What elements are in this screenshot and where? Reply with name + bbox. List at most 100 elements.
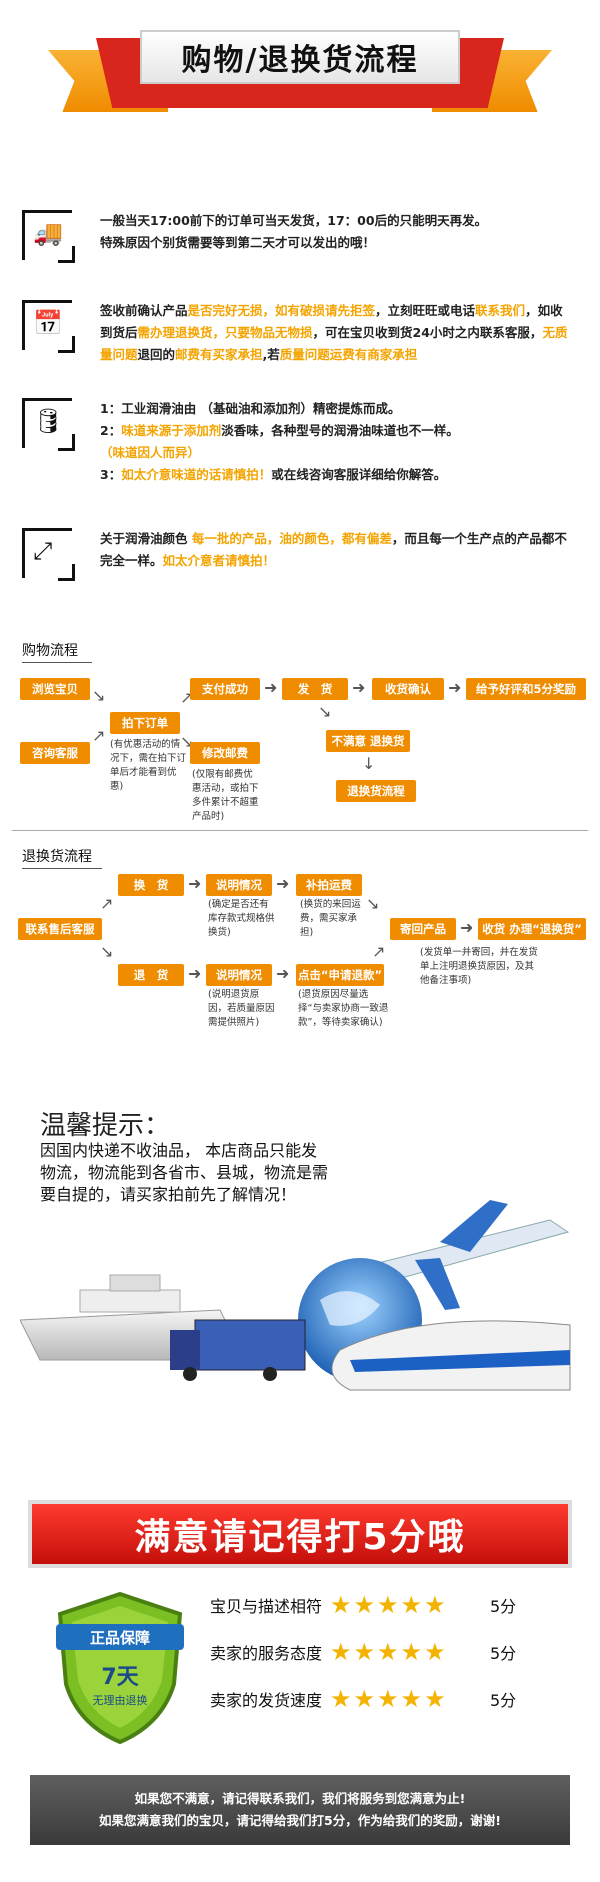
arrow-right-4: ➜	[188, 874, 202, 893]
shipping-line1: 一般当天17:00前下的订单可当天发货，17：00后的只能明天再发。	[100, 213, 488, 228]
oil-line3-highlight: 如太介意味道的话请慎拍！	[121, 467, 272, 482]
banner-title-plate: 购物/退换货流程	[140, 30, 460, 84]
info-receipt: 📅 签收前确认产品是否完好无损，如有破损请先拒签，立刻旺旺或电话联系我们，如收到…	[22, 300, 582, 366]
return-explain-1-note: (确定是否还有库存款式规格供换货)	[208, 899, 275, 938]
flow-order-note: (有优惠活动的情况下，需在拍下订单后才能看到优惠)	[110, 739, 187, 792]
receipt-text-1: 签收前确认产品	[100, 303, 188, 318]
truck-image	[170, 1319, 306, 1381]
flow-consult: 咨询客服	[20, 742, 90, 764]
oil-line3-prefix: 3：	[100, 467, 122, 482]
oil-line2-highlight: 味道来源于添加剂	[121, 423, 222, 438]
oil-line2-prefix: 2：	[100, 423, 122, 438]
return-explain-1: 说明情况	[206, 874, 272, 896]
color-text-1: 关于润滑油颜色	[100, 531, 192, 546]
rating-label: 卖家的发货速度	[210, 1691, 323, 1710]
guarantee-shield-icon: 正品保障 7天 无理由退换	[56, 1591, 184, 1745]
arrow-right-2: ➜	[352, 678, 366, 697]
flow-pay: 支付成功	[190, 678, 260, 700]
page-title: 购物/退换货流程	[181, 43, 419, 78]
receipt-text-6: ,若	[262, 347, 280, 362]
info-shipping: 🚚 一般当天17:00前下的订单可当天发货，17：00后的只能明天再发。 特殊原…	[22, 210, 582, 263]
flow-modify-note: (仅限有邮费优惠活动，或拍下多件累计不超重产品时)	[192, 769, 259, 822]
oil-line2-note: （味道因人而异）	[100, 445, 201, 460]
rating-row: 卖家的服务态度 ★★★★★ 5分	[210, 1637, 550, 1667]
oil-line3-text: 或在线咨询客服详细给你解答。	[271, 467, 447, 482]
rating-stars: ★★★★★	[330, 1638, 448, 1666]
train-icon	[331, 1320, 571, 1391]
return-refund: 退 货	[118, 964, 184, 986]
arrow-down-right: ↘	[92, 686, 106, 705]
arrow-down-right-3: ↘	[100, 942, 114, 961]
rating-stars: ★★★★★	[330, 1685, 448, 1713]
oil-line2-text: 淡香味，各种型号的润滑油味道也不一样。	[221, 423, 459, 438]
footer-line1: 如果您不满意，请记得联系我们，我们将服务到您满意为止!	[134, 1791, 466, 1806]
flow-order: 拍下订单	[110, 712, 180, 734]
arrow-up-right: ↗	[92, 726, 106, 745]
flow-review: 给予好评和5分奖励	[466, 678, 586, 700]
oil-line1: 1：工业润滑油由 （基础油和添加剂）精密提炼而成。	[100, 401, 401, 416]
arrow-down-1: ↘	[318, 702, 332, 721]
return-explain-2: 说明情况	[206, 964, 272, 986]
logistics-illustration	[20, 1200, 571, 1391]
flow-modify: 修改邮费	[190, 742, 260, 764]
arrow-down-right-4: ↘	[366, 894, 380, 913]
info-oil: 🛢 1：工业润滑油由 （基础油和添加剂）精密提炼而成。 2：味道来源于添加剂淡香…	[22, 398, 582, 486]
color-text-2: ，而且每一个生产点的产品都不完全一样。	[100, 531, 567, 568]
return-flow-title: 退换货流程	[22, 846, 102, 869]
rating-banner-text: 满意请记得打5分哦	[134, 1517, 466, 1558]
return-sendback-note: (发货单一并寄回，并在发货单上注明退换货原因，及其他备注事项)	[420, 947, 538, 986]
receipt-text-4: ，可在宝贝收到货24小时之内联系客服，	[312, 325, 543, 340]
rating-score: 5分	[490, 1597, 517, 1616]
shipping-line2: 特殊原因个别货需要等到第二天才可以发出的哦！	[100, 235, 376, 250]
shield-top-text: 正品保障	[90, 1629, 150, 1647]
expand-arrow-icon: ⤢	[22, 528, 75, 581]
color-highlight-2: 如太介意者请慎拍！	[162, 553, 276, 568]
shopping-flow-title: 购物流程	[22, 640, 92, 663]
flow-unsatisfied: 不满意 退换货	[326, 730, 410, 752]
arrow-right-7: ➜	[276, 964, 290, 983]
flow-ship: 发 货	[282, 678, 348, 700]
arrow-right-6: ➜	[276, 874, 290, 893]
info-color: ⤢ 关于润滑油颜色 每一批的产品，油的颜色，都有偏差，而且每一个生产点的产品都不…	[22, 528, 582, 581]
airplane-icon	[349, 1200, 570, 1310]
rating-stars: ★★★★★	[330, 1591, 448, 1619]
calendar-icon: 📅	[22, 300, 75, 353]
arrow-right-1: ➜	[264, 678, 278, 697]
truck-icon: 🚚	[22, 210, 75, 263]
arrow-up-right-4: ↗	[372, 942, 386, 961]
receipt-highlight-1: 是否完好无损，如有破损请先拒签	[187, 303, 376, 318]
arrow-right-8: ➜	[460, 918, 474, 937]
flow-confirm: 收货确认	[372, 678, 444, 700]
flow-browse: 浏览宝贝	[20, 678, 90, 700]
arrow-down-2: ↓	[362, 754, 376, 773]
receipt-highlight-4: 无质量问题	[100, 325, 568, 362]
flow-return: 退换货流程	[336, 780, 416, 802]
return-receive: 收货 办理“退换货”	[478, 918, 586, 940]
receipt-text-3: ，如收到货后	[100, 303, 563, 340]
return-apply: 点击“申请退款”	[296, 964, 384, 986]
receipt-highlight-2: 联系我们	[475, 303, 526, 318]
receipt-text-5: 退回的	[137, 347, 176, 362]
receipt-highlight-3: 需办理退换货，只要物品无物损	[137, 325, 313, 340]
rating-row: 卖家的发货速度 ★★★★★ 5分	[210, 1684, 550, 1714]
tips-title: 温馨提示：	[40, 1111, 171, 1141]
return-exchange: 换 货	[118, 874, 184, 896]
return-postage-note: (换货的来回运费，需买家承担)	[300, 899, 361, 938]
arrow-up-right-3: ↗	[100, 894, 114, 913]
flow-divider	[12, 830, 588, 831]
receipt-highlight-6: 质量问题运费有商家承担	[279, 347, 418, 362]
footer-banner: 如果您不满意，请记得联系我们，我们将服务到您满意为止! 如果您满意我们的宝贝，请…	[30, 1775, 570, 1845]
rating-score: 5分	[490, 1691, 517, 1710]
color-highlight-1: 每一批的产品，油的颜色，都有偏差	[191, 531, 392, 546]
rating-label: 宝贝与描述相符	[210, 1597, 323, 1616]
return-sendback: 寄回产品	[390, 918, 456, 940]
footer-line2: 如果您满意我们的宝贝，请记得给我们打5分，作为给我们的奖励，谢谢!	[99, 1813, 501, 1828]
receipt-text-2: ，立刻旺旺或电话	[375, 303, 476, 318]
header-banner: 购物/退换货流程	[0, 0, 600, 130]
return-postage: 补拍运费	[296, 874, 362, 896]
shield-mid-text: 7天	[101, 1665, 139, 1690]
shield-bottom-text: 无理由退换	[93, 1693, 148, 1707]
oil-can-icon: 🛢	[22, 398, 75, 451]
arrow-right-5: ➜	[188, 964, 202, 983]
rating-score: 5分	[490, 1644, 517, 1663]
